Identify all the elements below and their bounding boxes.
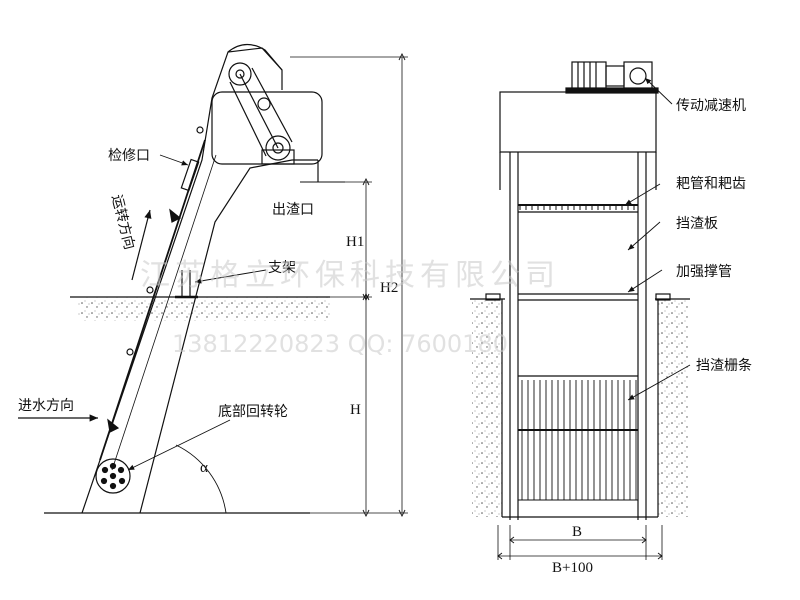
head-housing-front	[499, 91, 657, 153]
head-sprocket-upper	[228, 62, 252, 86]
chain-line	[99, 139, 206, 461]
dim-h1: H1	[346, 234, 364, 250]
label-inlet-direction: 进水方向	[18, 398, 74, 414]
label-discharge-port: 出渣口	[272, 202, 314, 218]
ground-soil-right-left	[472, 299, 502, 517]
dim-b: B	[572, 524, 582, 540]
motor-reducer	[565, 61, 659, 94]
dim-h: H	[350, 402, 361, 418]
label-inspection-port: 检修口	[108, 148, 150, 164]
watermark-contact: 13812220823 QQ: 7600180	[172, 330, 508, 358]
label-baffle: 挡渣板	[676, 216, 718, 232]
inclined-frame-inner	[139, 159, 318, 514]
label-bottom-wheel: 底部回转轮	[218, 404, 288, 420]
label-support: 支架	[268, 260, 296, 276]
right-view	[470, 61, 691, 560]
label-rake-teeth: 耙管和耙齿	[676, 176, 746, 192]
rake-comb	[518, 204, 638, 210]
ground-soil-right-right	[658, 299, 688, 517]
label-reducer: 传动减速机	[676, 98, 746, 114]
watermark-company: 江苏格立环保科技有限公司	[140, 258, 560, 293]
dim-b100: B+100	[552, 560, 593, 576]
alpha-arc	[175, 444, 227, 514]
ground-soil-left	[78, 297, 330, 321]
label-grid-bars: 挡渣栅条	[696, 357, 752, 374]
label-rotation-direction: 运转方向	[108, 193, 137, 251]
dim-h2: H2	[380, 280, 398, 296]
grid-bars	[518, 380, 638, 501]
dim-alpha: α	[200, 460, 208, 476]
head-sprocket-lower	[265, 135, 291, 161]
rotation-arrow	[131, 209, 152, 281]
left-view	[18, 43, 408, 518]
inspection-hatch	[180, 158, 200, 192]
support-bracket	[175, 270, 198, 299]
bottom-return-wheel	[95, 458, 131, 494]
label-brace: 加强撑管	[676, 264, 732, 280]
